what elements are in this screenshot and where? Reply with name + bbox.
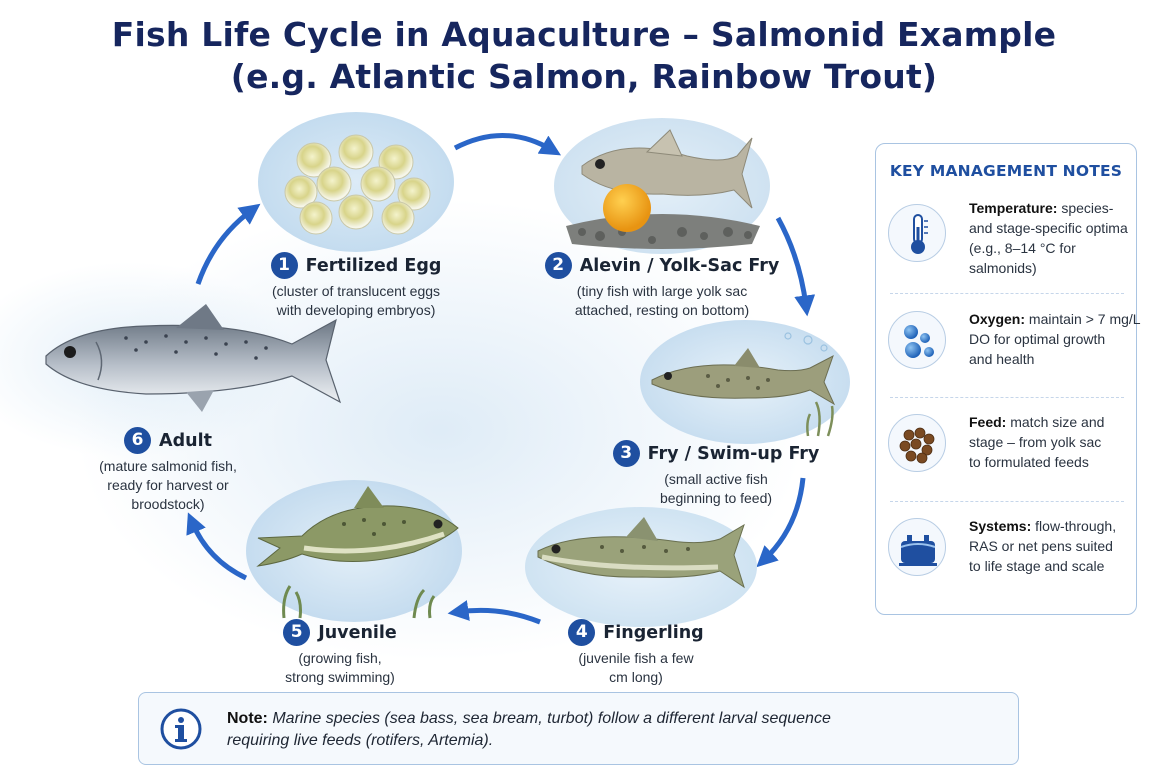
note-systems-l2: RAS or net pens suited <box>969 538 1113 554</box>
page-title: Fish Life Cycle in Aquaculture – Salmoni… <box>0 14 1168 98</box>
note-feed-label: Feed: <box>969 414 1007 430</box>
feed-pellets-icon <box>888 414 946 472</box>
stage-2-image <box>552 116 772 256</box>
thermometer-icon <box>888 204 946 262</box>
separator <box>890 501 1124 502</box>
note-temperature: Temperature: species-and stage-specific … <box>886 198 1128 284</box>
title-line-2: (e.g. Atlantic Salmon, Rainbow Trout) <box>230 57 938 96</box>
note-temperature-label: Temperature: <box>969 200 1058 216</box>
fry-fish-icon <box>640 320 850 444</box>
stage-1-name: Fertilized Egg <box>305 255 442 276</box>
arrow-fry-to-fingerling <box>756 477 806 568</box>
note-temperature-l2: and stage-specific optima <box>969 220 1128 236</box>
arrow-fingerling-to-juvenile <box>447 600 541 625</box>
separator <box>890 397 1124 398</box>
note-oxygen: Oxygen: maintain > 7 mg/L DO for optimal … <box>886 309 1141 389</box>
bubbles-icon <box>888 311 946 369</box>
note-oxygen-l2: DO for optimal growth <box>969 331 1106 347</box>
key-management-notes-panel: KEY MANAGEMENT NOTES Temperature: specie… <box>875 143 1141 615</box>
stage-4-name: Fingerling <box>603 622 704 643</box>
juvenile-fish-icon <box>246 480 462 622</box>
stage-1-image <box>256 112 456 254</box>
stage-3-desc-line1: (small active fish <box>664 471 768 487</box>
stage-3-name: Fry / Swim-up Fry <box>647 443 820 464</box>
stage-3-number: 3 <box>612 440 640 467</box>
stage-4-image <box>522 505 760 631</box>
stage-5-name: Juvenile <box>318 622 397 643</box>
stage-4-desc-line2: cm long) <box>609 669 663 685</box>
note-feed-l3: to formulated feeds <box>969 454 1089 470</box>
note-oxygen-l3: and health <box>969 351 1035 367</box>
note-temperature-l3: (e.g., 8–14 °C for <box>969 240 1076 256</box>
stage-1-desc-line1: (cluster of translucent eggs <box>271 283 441 299</box>
stage-6-desc-line2: ready for harvest or <box>107 477 229 493</box>
panel-title: KEY MANAGEMENT NOTES <box>889 162 1123 180</box>
info-icon <box>159 707 203 751</box>
stage-4-desc-line1: (juvenile fish a few <box>578 650 694 666</box>
stage-1-desc-line2: with developing embryos) <box>276 302 436 318</box>
stage-3-label: 3 Fry / Swim-up Fry (small active fish beg… <box>606 440 826 508</box>
stage-6-image <box>36 298 346 426</box>
stage-5-image <box>244 478 464 624</box>
stage-6-label: 6 Adult (mature salmonid fish, ready for h… <box>68 427 268 514</box>
arrow-alevin-to-fry <box>775 216 816 317</box>
egg-cluster-icon <box>258 112 454 252</box>
adult-salmon-icon <box>45 304 342 412</box>
separator <box>890 293 1124 294</box>
note-temperature-l4: salmonids) <box>969 260 1037 276</box>
note-feed: Feed: match size and stage – from yolk sa… <box>886 412 1126 492</box>
note-feed-l2: stage – from yolk sac <box>969 434 1102 450</box>
arrow-egg-to-alevin <box>453 133 562 156</box>
note-systems-l1: flow-through, <box>1031 518 1117 534</box>
note-oxygen-label: Oxygen: <box>969 311 1026 327</box>
stage-2-desc-line2: attached, resting on bottom) <box>574 302 750 318</box>
arrow-juvenile-to-adult <box>186 512 248 581</box>
stage-1-label: 1 Fertilized Egg (cluster of translucent … <box>236 252 476 320</box>
note-temperature-l1: species- <box>1057 200 1114 216</box>
info-note-line2: requiring live feeds (rotifers, Artemia)… <box>227 732 494 749</box>
stage-2-number: 2 <box>544 252 572 279</box>
note-feed-l1: match size and <box>1006 414 1105 430</box>
stage-2-desc-line1: (tiny fish with large yolk sac <box>576 283 748 299</box>
stage-2-label: 2 Alevin / Yolk-Sac Fry (tiny fish with l… <box>532 252 792 320</box>
stage-5-number: 5 <box>283 619 311 646</box>
note-oxygen-l1: maintain > 7 mg/L <box>1025 311 1141 327</box>
stage-1-number: 1 <box>270 252 298 279</box>
note-systems: Systems: flow-through, RAS or net pens su… <box>886 516 1126 596</box>
arrow-adult-to-egg <box>195 203 261 285</box>
stage-6-number: 6 <box>124 427 152 454</box>
tank-icon <box>888 518 946 576</box>
stage-5-desc-line1: (growing fish, <box>298 650 382 666</box>
stage-5-label: 5 Juvenile (growing fish, strong swimming) <box>240 619 440 687</box>
stage-6-desc-line1: (mature salmonid fish, <box>99 458 237 474</box>
note-systems-label: Systems: <box>969 518 1032 534</box>
stage-3-desc-line2: beginning to feed) <box>659 490 773 506</box>
fingerling-fish-icon <box>525 507 757 627</box>
stage-2-name: Alevin / Yolk-Sac Fry <box>579 255 780 276</box>
stage-3-image <box>638 318 852 446</box>
stage-5-desc-line2: strong swimming) <box>285 669 395 685</box>
note-systems-l3: to life stage and scale <box>969 558 1105 574</box>
stage-4-label: 4 Fingerling (juvenile fish a few cm long) <box>536 619 736 687</box>
alevin-fish-icon <box>554 118 770 254</box>
info-note-line1: Marine species (sea bass, sea bream, tur… <box>267 710 831 727</box>
stage-6-desc-line3: broodstock) <box>131 496 205 512</box>
info-note-box: Note: Marine species (sea bass, sea brea… <box>138 692 1019 765</box>
stage-6-name: Adult <box>159 430 212 451</box>
info-note-label: Note: <box>227 710 268 727</box>
title-line-1: Fish Life Cycle in Aquaculture – Salmoni… <box>111 15 1057 54</box>
stage-4-number: 4 <box>568 619 596 646</box>
